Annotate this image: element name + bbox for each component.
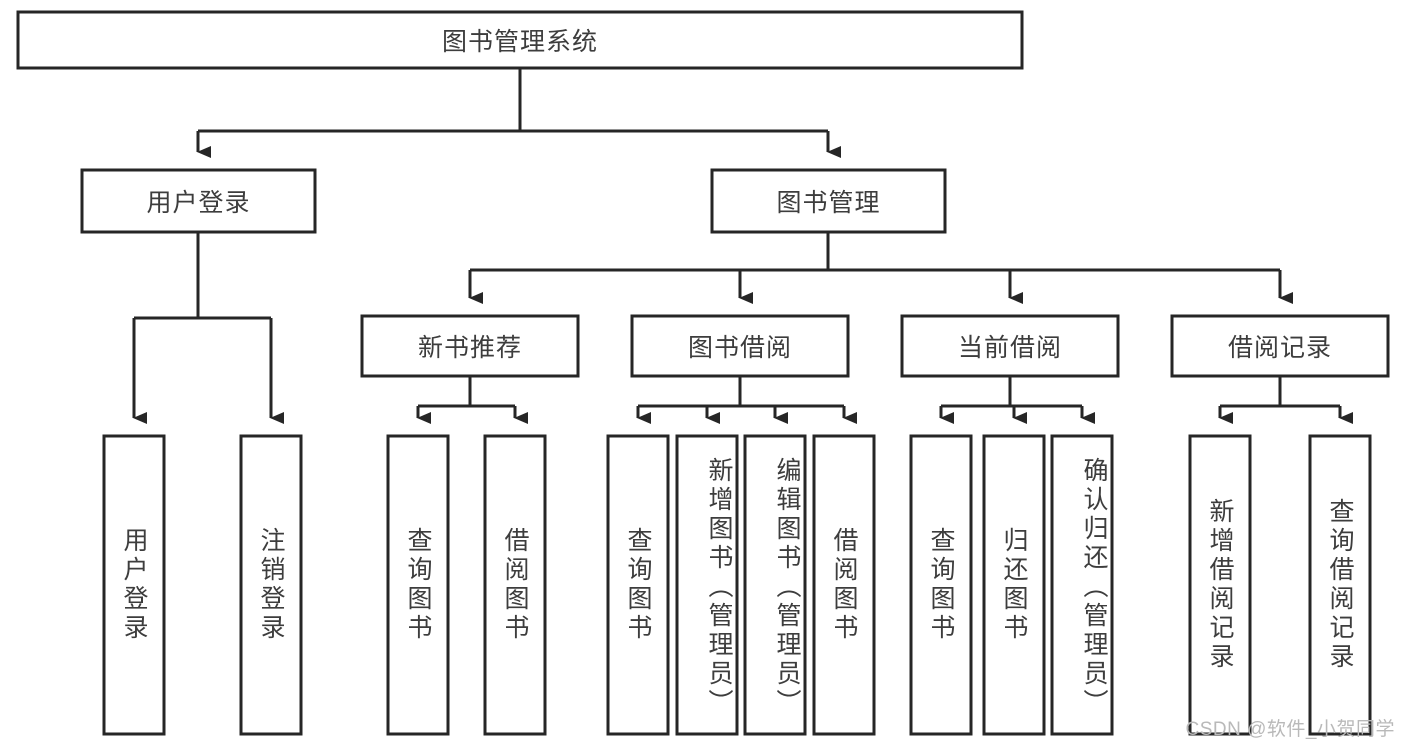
node-box-leaf-borrow-book-2[interactable]	[812, 434, 876, 736]
node-box-book-borrow[interactable]	[630, 314, 850, 378]
node-box-borrow-record[interactable]	[1170, 314, 1390, 378]
connector-group-current-borrow-to-leaves	[939, 376, 1095, 424]
node-box-leaf-edit-book[interactable]	[743, 434, 807, 736]
connector-group-new-book-recommend-to-leaves	[416, 376, 528, 424]
connector-group-book-manage-to-level3	[468, 232, 1293, 304]
node-box-leaf-return-book[interactable]	[982, 434, 1046, 736]
node-box-leaf-add-book[interactable]	[675, 434, 739, 736]
node-box-new-book-recommend[interactable]	[360, 314, 580, 378]
node-box-leaf-query-book-1[interactable]	[386, 434, 450, 736]
node-box-leaf-query-book-3[interactable]	[909, 434, 973, 736]
node-box-leaf-confirm-return[interactable]	[1050, 434, 1114, 736]
node-box-leaf-query-record[interactable]	[1308, 434, 1372, 736]
node-box-user-login[interactable]	[80, 168, 317, 234]
node-box-current-borrow[interactable]	[900, 314, 1120, 378]
node-box-leaf-user-login[interactable]	[102, 434, 166, 736]
node-box-leaf-logout[interactable]	[239, 434, 303, 736]
connector-group-root-to-level2	[196, 68, 841, 158]
connector-group-user-login-to-leaves	[132, 232, 284, 424]
node-box-leaf-query-book-2[interactable]	[606, 434, 670, 736]
node-box-leaf-borrow-book-1[interactable]	[483, 434, 547, 736]
node-box-root[interactable]	[16, 10, 1024, 70]
node-box-leaf-add-record[interactable]	[1188, 434, 1252, 736]
connector-group-book-borrow-to-leaves	[636, 376, 857, 424]
watermark-text: CSDN @软件_小贺同学	[1185, 719, 1395, 740]
connector-group-borrow-record-to-leaves	[1218, 376, 1353, 424]
node-box-book-manage[interactable]	[710, 168, 947, 234]
